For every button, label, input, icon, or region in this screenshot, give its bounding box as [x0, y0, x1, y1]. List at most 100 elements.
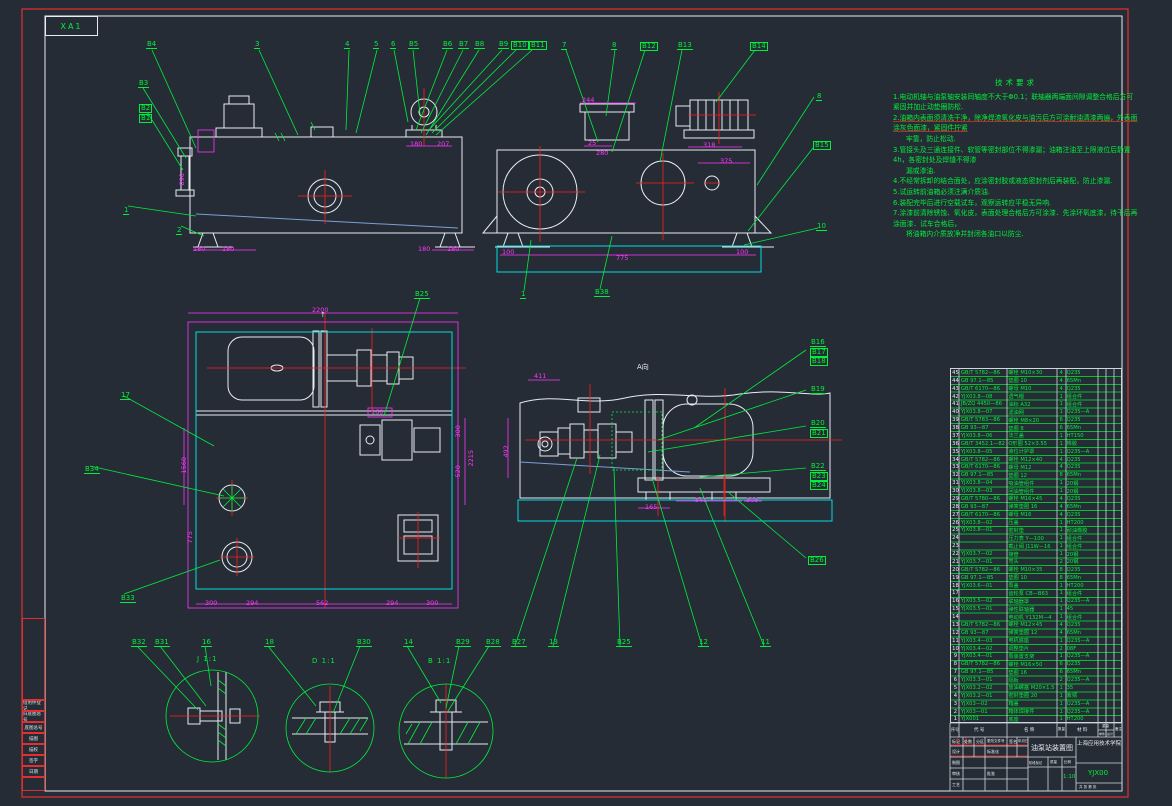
table-row: 33 GB/T 6170—86 螺母 M12 4 Q235 — [951, 464, 1121, 472]
part-qty: 6 — [1057, 668, 1066, 676]
tb-sign: 签名 — [1009, 739, 1017, 745]
part-code: GB 93—87 — [960, 424, 1007, 432]
balloon-label: B24 — [810, 481, 828, 490]
part-qty: 1 — [1057, 393, 1066, 401]
table-row: 2 YJX03—01 箱体焊接件 1 Q235—A — [951, 708, 1121, 716]
part-weight-each — [1097, 605, 1105, 613]
tb-docno: 更改文件号 — [987, 739, 1005, 744]
margin-box: 描图 — [22, 733, 45, 744]
balloon-label: 17 — [120, 392, 131, 400]
part-material: Q235—A — [1066, 408, 1098, 416]
tb-role-std: 标准化 — [987, 749, 999, 755]
tb-stage: 阶段标记 — [1029, 760, 1042, 765]
balloon-label: 12 — [698, 639, 709, 647]
part-material: Q235 — [1066, 566, 1098, 574]
part-seq: 35 — [951, 448, 960, 456]
margin-box-empty — [22, 777, 45, 791]
part-code: YJX03.6—01 — [960, 582, 1007, 590]
table-row: 37 YJX03.8—06 法兰盖 1 HT150 — [951, 432, 1121, 440]
balloon-label: 18 — [264, 639, 275, 647]
part-remark — [1113, 653, 1121, 661]
bom-header-seq: 序号 — [951, 727, 959, 733]
balloon-label: B38 — [594, 289, 610, 297]
part-material: Q235 — [1066, 369, 1098, 377]
part-qty: 1 — [1057, 448, 1066, 456]
part-code: GB 97.1—85 — [960, 574, 1007, 582]
part-weight-total — [1105, 542, 1113, 550]
part-remark — [1113, 550, 1121, 558]
part-name: 泵盖 — [1007, 582, 1056, 590]
dimension-label: 411 — [534, 373, 546, 380]
part-weight-each — [1097, 660, 1105, 668]
part-material: HT150 — [1066, 432, 1098, 440]
part-seq: 31 — [951, 479, 960, 487]
part-weight-total — [1105, 621, 1113, 629]
part-seq: 13 — [951, 621, 960, 629]
part-name: 垫圈 16 — [1007, 668, 1056, 676]
part-material: 组合件 — [1066, 590, 1098, 598]
part-weight-total — [1105, 668, 1113, 676]
part-code: GB/T 5782—86 — [960, 621, 1007, 629]
dimension-label: 300 — [426, 600, 438, 607]
part-code: YJX03—02 — [960, 700, 1007, 708]
part-weight-each — [1097, 700, 1105, 708]
part-remark — [1113, 487, 1121, 495]
part-seq: 29 — [951, 495, 960, 503]
part-weight-each — [1097, 487, 1105, 495]
table-row: 32 GB 97.1—85 垫圈 12 8 65Mn — [951, 471, 1121, 479]
part-code: GB/T 6170—86 — [960, 385, 1007, 393]
part-weight-each — [1097, 684, 1105, 692]
part-material: 耐油橡胶 — [1066, 527, 1098, 535]
part-code — [960, 590, 1007, 598]
tb-role-draw: 制图 — [952, 760, 960, 766]
part-weight-total — [1105, 629, 1113, 637]
part-remark — [1113, 377, 1121, 385]
part-weight-total — [1105, 385, 1113, 393]
part-seq: 36 — [951, 440, 960, 448]
part-weight-each — [1097, 676, 1105, 684]
table-row: 14 电动机 Y132M—4 1 组合件 — [951, 613, 1121, 621]
part-remark — [1113, 558, 1121, 566]
part-weight-total — [1105, 597, 1113, 605]
bom-header-code: 代 号 — [974, 727, 984, 733]
dimension-label: 180 — [193, 246, 205, 253]
balloon-label: B20 — [810, 420, 826, 428]
balloon-label: B23 — [810, 472, 828, 481]
bom-header-qty: 数量 — [1058, 727, 1065, 732]
part-weight-each — [1097, 424, 1105, 432]
part-material: 组合件 — [1066, 401, 1098, 409]
part-seq: 34 — [951, 456, 960, 464]
part-code: GB 93—87 — [960, 629, 1007, 637]
part-material: 65Mn — [1066, 574, 1098, 582]
part-weight-total — [1105, 574, 1113, 582]
part-weight-each — [1097, 495, 1105, 503]
part-material: 组合件 — [1066, 542, 1098, 550]
part-material: Q235—A — [1066, 637, 1098, 645]
table-row: 44 GB 97.1—85 垫圈 10 4 65Mn — [951, 377, 1121, 385]
part-qty: 2 — [1057, 558, 1066, 566]
part-weight-each — [1097, 653, 1105, 661]
part-name: 压力表 Y—100 — [1007, 534, 1056, 542]
balloon-label: B28 — [485, 639, 501, 647]
balloon-label: B34 — [84, 466, 100, 474]
part-seq: 23 — [951, 542, 960, 550]
part-qty: 1 — [1057, 401, 1066, 409]
view-label: ↑ — [320, 312, 326, 319]
part-name: 泵装置支架 — [1007, 653, 1056, 661]
part-remark — [1113, 534, 1121, 542]
part-name: 螺栓 M16×45 — [1007, 495, 1056, 503]
part-qty: 1 — [1057, 637, 1066, 645]
part-weight-each — [1097, 668, 1105, 676]
part-name: 弹簧垫圈 12 — [1007, 629, 1056, 637]
part-name: 螺栓 M10×35 — [1007, 566, 1056, 574]
part-name: 滤油网 — [1007, 408, 1056, 416]
part-code: JB/ZQ 4450—86 — [960, 401, 1007, 409]
part-name: 箱盖 — [1007, 700, 1056, 708]
part-seq: 40 — [951, 408, 960, 416]
balloon-label: B33 — [120, 595, 136, 603]
part-weight-each — [1097, 432, 1105, 440]
part-remark — [1113, 401, 1121, 409]
part-remark — [1113, 369, 1121, 377]
balloon-label: 1 — [123, 207, 129, 215]
